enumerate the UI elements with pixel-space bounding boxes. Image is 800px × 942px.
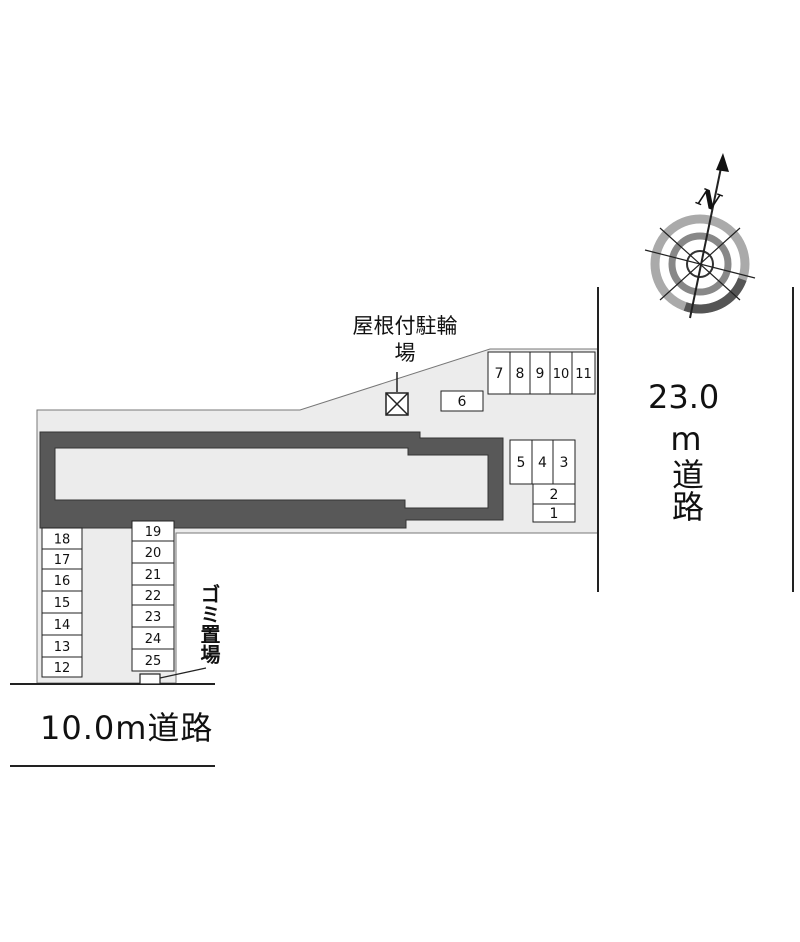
parking-space-label-19: 19: [145, 525, 162, 540]
parking-space-label-5: 5: [517, 455, 526, 471]
parking-space-18: [41, 527, 83, 550]
parking-space-label-1: 1: [550, 506, 559, 522]
parking-space-label-3: 3: [560, 455, 569, 471]
parking-space-label-22: 22: [145, 589, 162, 604]
parking-space-5: [509, 439, 533, 485]
parking-space-label-9: 9: [536, 366, 545, 382]
bicycle-parking-icon: [385, 372, 409, 416]
parking-space-label-24: 24: [145, 632, 162, 647]
parking-space-label-6: 6: [458, 394, 467, 410]
parking-space-label-8: 8: [516, 366, 525, 382]
parking-space-label-2: 2: [550, 487, 559, 503]
compass-icon: [644, 153, 756, 319]
parking-space-label-16: 16: [54, 574, 71, 589]
parking-space-label-17: 17: [54, 553, 71, 568]
road-label-right-number: 23.0: [648, 378, 720, 416]
parking-space-label-15: 15: [54, 596, 71, 611]
parking-space-label-18: 18: [54, 533, 71, 548]
parking-space-label-4: 4: [538, 455, 547, 471]
parking-space-label-14: 14: [54, 618, 71, 633]
garbage-area-icon: [139, 667, 207, 685]
parking-space-label-23: 23: [145, 610, 162, 625]
bicycle-parking-label: 屋根付駐輪場: [352, 314, 458, 365]
parking-space-11: [571, 351, 596, 395]
parking-space-label-11: 11: [575, 367, 592, 382]
parking-space-6: [440, 390, 484, 412]
parking-space-label-20: 20: [145, 546, 162, 561]
road-label-right-unit: m道路: [667, 420, 705, 522]
parking-space-label-12: 12: [54, 661, 71, 676]
garbage-area-label: ゴミ置場: [197, 584, 221, 664]
parking-space-label-10: 10: [553, 367, 570, 382]
parking-space-25: [131, 648, 175, 672]
road-label-bottom: 10.0m道路: [40, 709, 214, 747]
parking-space-label-7: 7: [495, 366, 504, 382]
parking-space-label-25: 25: [145, 654, 162, 669]
parking-space-label-13: 13: [54, 640, 71, 655]
parking-space-label-21: 21: [145, 568, 162, 583]
